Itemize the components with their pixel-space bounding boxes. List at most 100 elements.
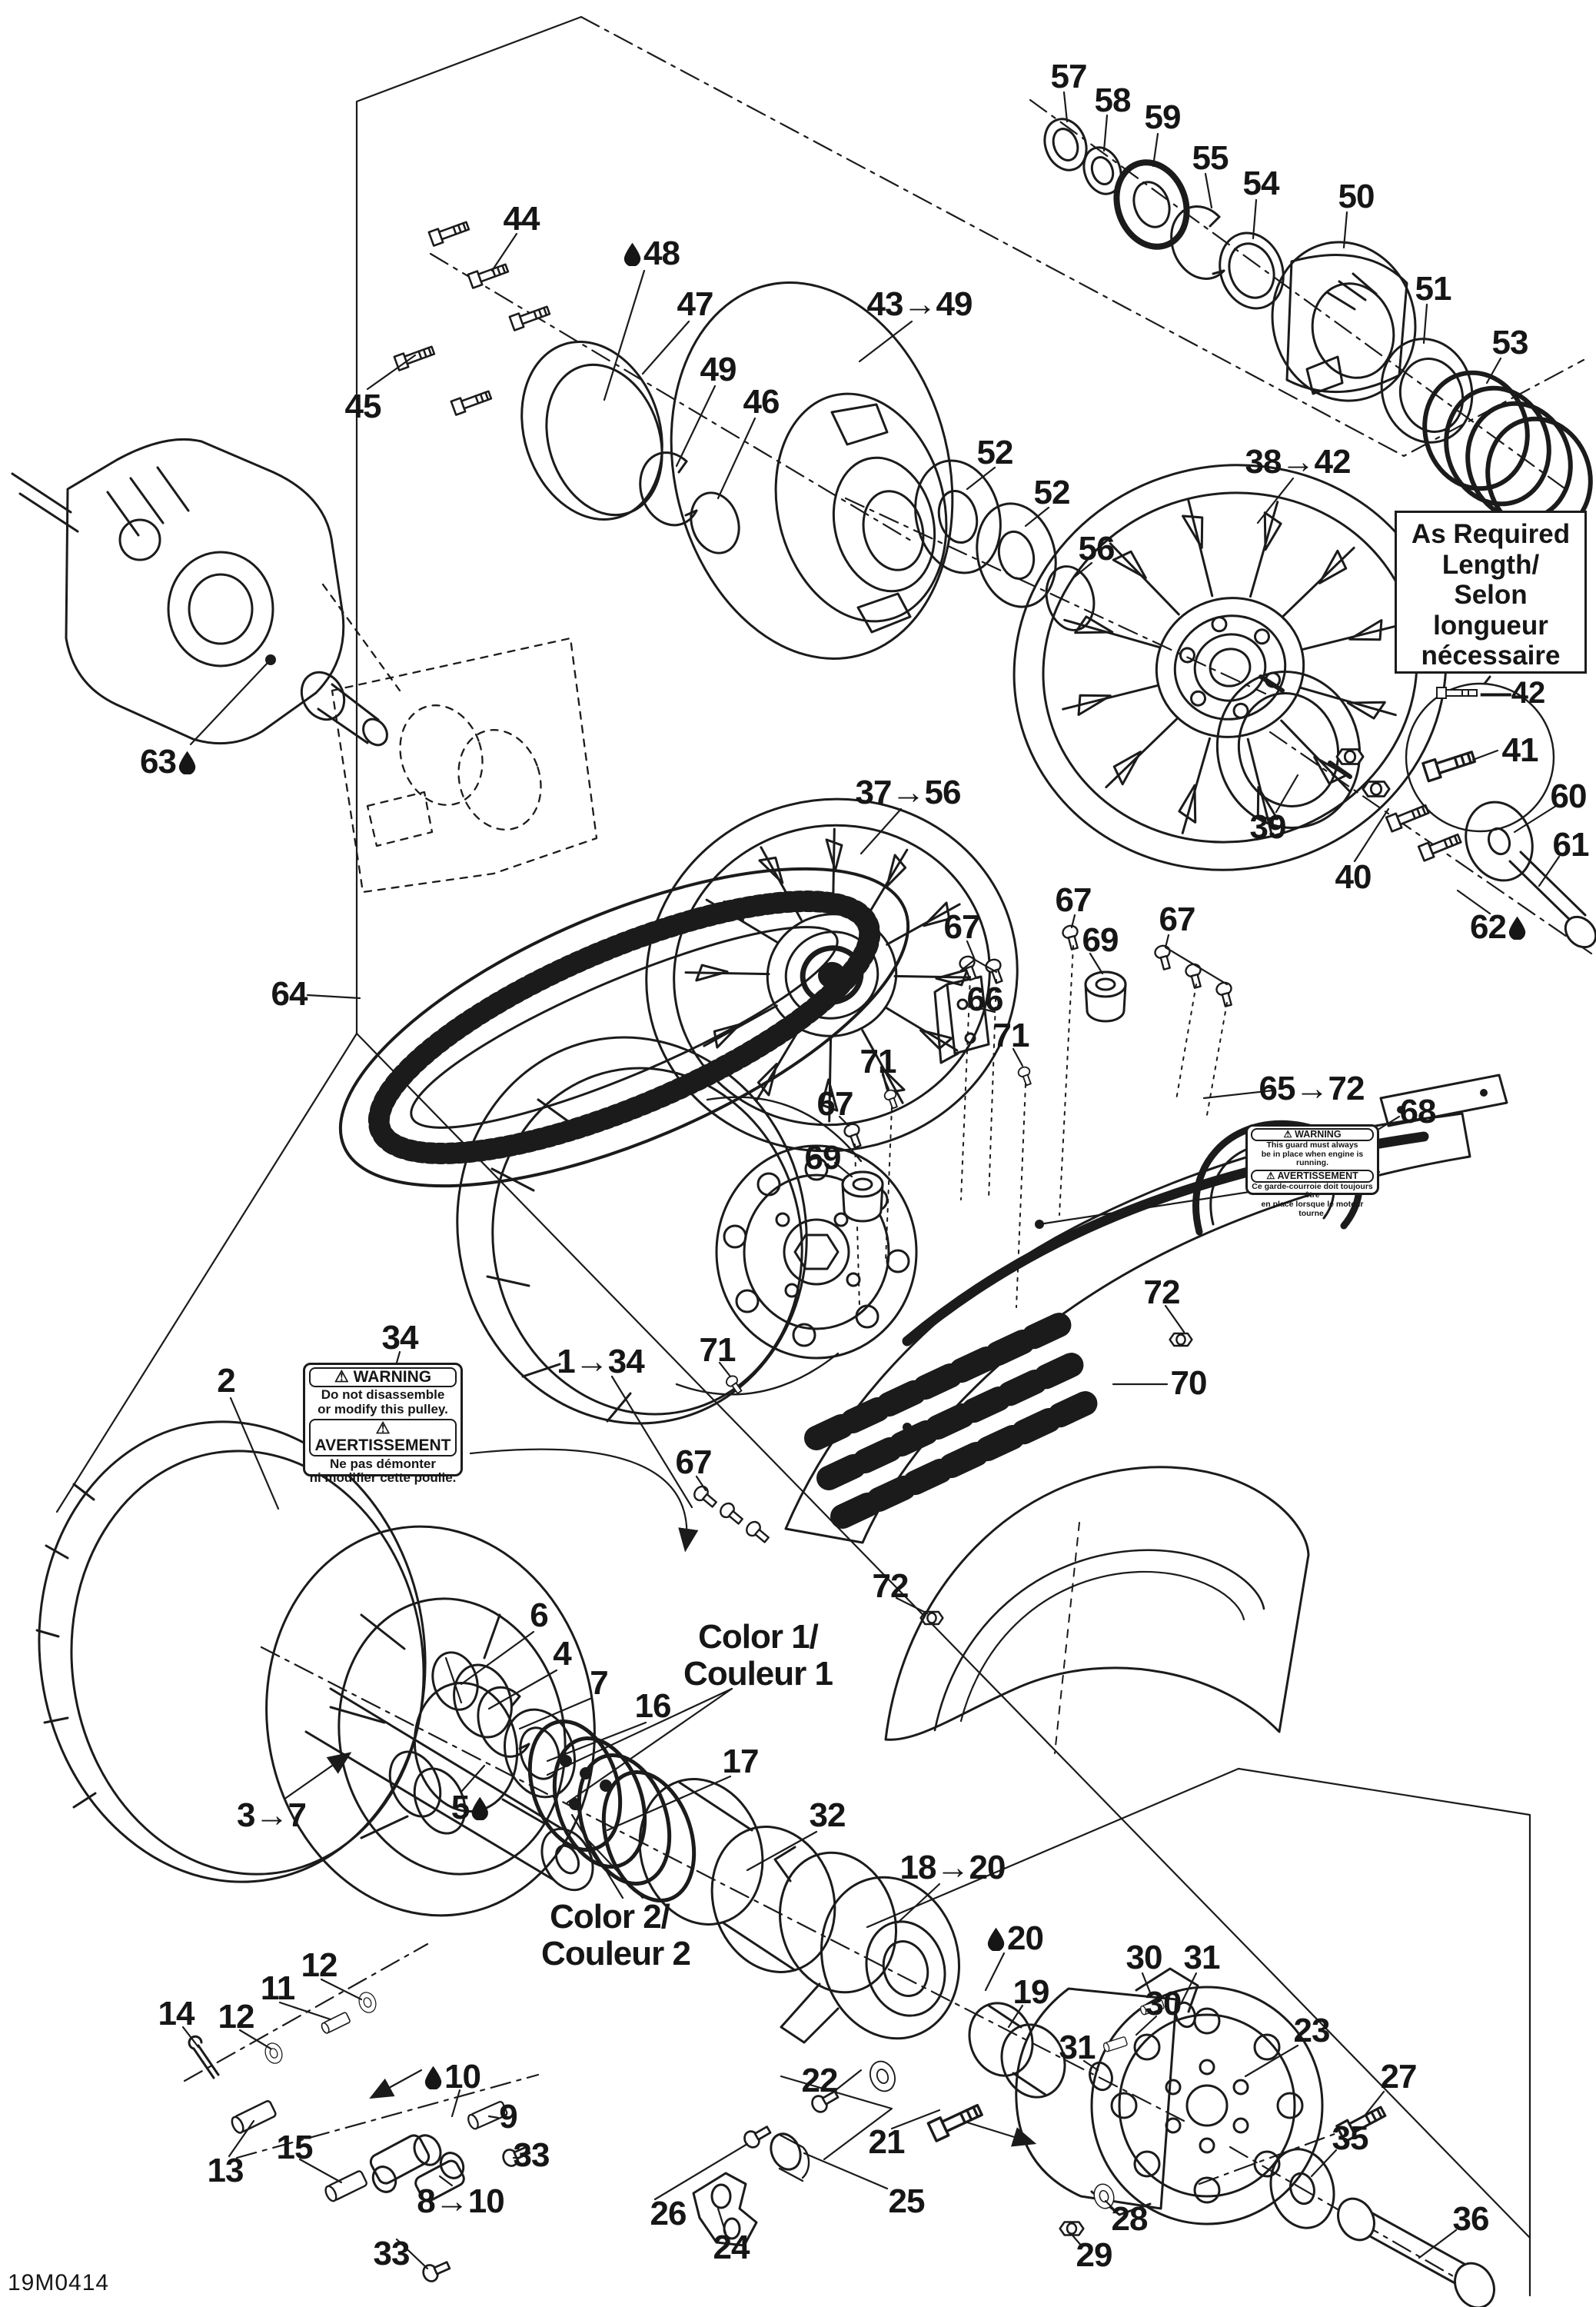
callout-text: 68 bbox=[1399, 1093, 1437, 1130]
callout-34: 34 bbox=[382, 1321, 419, 1355]
callout-28: 28 bbox=[1112, 2202, 1149, 2236]
callout-6: 6 bbox=[530, 1596, 549, 1634]
callout-51: 51 bbox=[1415, 270, 1452, 308]
callout-45: 45 bbox=[344, 388, 382, 425]
callout-60: 60 bbox=[1550, 777, 1588, 815]
ring-46 bbox=[690, 491, 740, 554]
callout-text: 72 bbox=[872, 1567, 909, 1605]
callout-52a: 52 bbox=[976, 434, 1014, 471]
warning-icon: ⚠ bbox=[375, 1420, 391, 1438]
callout-text: 58 bbox=[1094, 82, 1132, 119]
callout-22: 22 bbox=[802, 2064, 839, 2098]
callout-23: 23 bbox=[1293, 2012, 1331, 2049]
callout-text: 48 bbox=[643, 235, 680, 272]
callout-text: 7 bbox=[590, 1664, 609, 1702]
callout-text: 31 bbox=[1183, 1939, 1221, 1976]
callout-text: 25 bbox=[888, 2182, 926, 2220]
callout-12b: 12 bbox=[301, 1946, 338, 1984]
callout-62: 62 bbox=[1470, 910, 1528, 944]
callout-33b: 33 bbox=[374, 2237, 411, 2271]
callout-29: 29 bbox=[1076, 2239, 1113, 2272]
callout-71a: 71 bbox=[993, 1019, 1030, 1053]
callout-71b: 71 bbox=[860, 1043, 897, 1080]
callout-text: 38→42 bbox=[1245, 443, 1352, 481]
mount-bracket-dashed bbox=[321, 583, 598, 894]
callout-53: 53 bbox=[1491, 324, 1529, 361]
housing-18-20 bbox=[773, 1846, 960, 2044]
bolt-21 bbox=[926, 2099, 986, 2142]
callout-30a: 30 bbox=[1126, 1941, 1163, 1975]
callout-19: 19 bbox=[1012, 1973, 1050, 2011]
spring-17 bbox=[527, 1719, 697, 1903]
callout-64: 64 bbox=[271, 977, 308, 1011]
callout-67d: 67 bbox=[817, 1087, 854, 1121]
callout-text: 1→34 bbox=[557, 1343, 644, 1380]
callout-text: 36 bbox=[1452, 2200, 1490, 2238]
warning-title-en: WARNING bbox=[1295, 1129, 1342, 1140]
note-box-as-required: As Required Length/ Selon longueur néces… bbox=[1395, 511, 1587, 710]
callout-67c: 67 bbox=[1159, 903, 1196, 937]
warning-icon: ⚠ bbox=[1266, 1170, 1275, 1181]
washer-12b bbox=[261, 2040, 286, 2066]
callout-text: 39 bbox=[1249, 808, 1287, 846]
callout-text: 6 bbox=[530, 1596, 549, 1634]
callout-12a: 12 bbox=[218, 2000, 255, 2034]
oil-drop-icon bbox=[1508, 916, 1526, 940]
callout-text: 45 bbox=[344, 388, 382, 425]
callout-text: 60 bbox=[1550, 777, 1588, 815]
pin-13 bbox=[228, 2099, 278, 2136]
callout-27: 27 bbox=[1381, 2060, 1418, 2094]
callout-15: 15 bbox=[277, 2131, 314, 2165]
callout-text: 69 bbox=[1082, 921, 1119, 959]
callout-color1b: Couleur 1 bbox=[683, 1657, 833, 1691]
callout-4: 4 bbox=[553, 1637, 572, 1671]
callout-text: 66 bbox=[966, 980, 1004, 1018]
callout-67a: 67 bbox=[943, 908, 981, 946]
callout-text: 24 bbox=[713, 2229, 750, 2266]
callout-text: 52 bbox=[976, 434, 1014, 471]
callout-63: 63 bbox=[140, 745, 198, 779]
callout-text: 19 bbox=[1012, 1973, 1050, 2011]
construction-lines bbox=[55, 15, 1593, 2297]
parts-57-59 bbox=[1043, 118, 1190, 250]
callout-70: 70 bbox=[1171, 1367, 1208, 1400]
callout-text: Color 1/ bbox=[698, 1618, 819, 1656]
callout-color1a: Color 1/ bbox=[698, 1618, 819, 1656]
callout-41: 41 bbox=[1502, 734, 1539, 767]
screw-set-67 bbox=[690, 923, 1237, 1546]
callout-text: 72 bbox=[1143, 1273, 1181, 1311]
callout-text: 67 bbox=[943, 908, 981, 946]
callout-56: 56 bbox=[1079, 532, 1116, 566]
warning-line: be in place when engine is running. bbox=[1261, 1149, 1364, 1168]
callout-38-42: 38→42 bbox=[1245, 443, 1352, 481]
note-line-1: As Required bbox=[1411, 519, 1571, 549]
callout-47: 47 bbox=[677, 288, 714, 321]
oil-drop-icon bbox=[424, 2066, 442, 2089]
callout-text: 64 bbox=[271, 975, 308, 1013]
oil-drop-icon bbox=[178, 751, 196, 774]
washer-35 bbox=[1269, 2148, 1335, 2229]
oil-drop-icon bbox=[472, 1796, 489, 1820]
warning-line: Ne pas démonter bbox=[330, 1456, 436, 1471]
callout-text: 53 bbox=[1491, 324, 1529, 361]
callout-13: 13 bbox=[208, 2154, 244, 2188]
callout-text: 12 bbox=[301, 1946, 338, 1984]
callout-text: 26 bbox=[650, 2195, 687, 2232]
lower-guard-70 bbox=[884, 1466, 1310, 1754]
callout-text: 23 bbox=[1293, 2012, 1331, 2049]
callout-text: 51 bbox=[1415, 270, 1452, 308]
callout-text: 49 bbox=[700, 351, 737, 388]
secondary-pulley-37-56 bbox=[645, 797, 1019, 1153]
callout-72a: 72 bbox=[1143, 1273, 1181, 1311]
warning-sticker-68: ⚠ WARNING This guard must always be in p… bbox=[1245, 1124, 1379, 1217]
warning-line: Ce garde-courroie doit toujours être bbox=[1252, 1181, 1373, 1200]
callout-2: 2 bbox=[217, 1364, 236, 1398]
callout-text: 71 bbox=[860, 1043, 897, 1080]
warning-line: en place lorsque le moteur tourne. bbox=[1261, 1199, 1364, 1218]
callout-59: 59 bbox=[1145, 101, 1182, 135]
callout-text: 54 bbox=[1242, 165, 1280, 202]
callout-text: 32 bbox=[809, 1796, 846, 1834]
callout-44: 44 bbox=[504, 202, 540, 236]
callout-39: 39 bbox=[1249, 808, 1287, 846]
